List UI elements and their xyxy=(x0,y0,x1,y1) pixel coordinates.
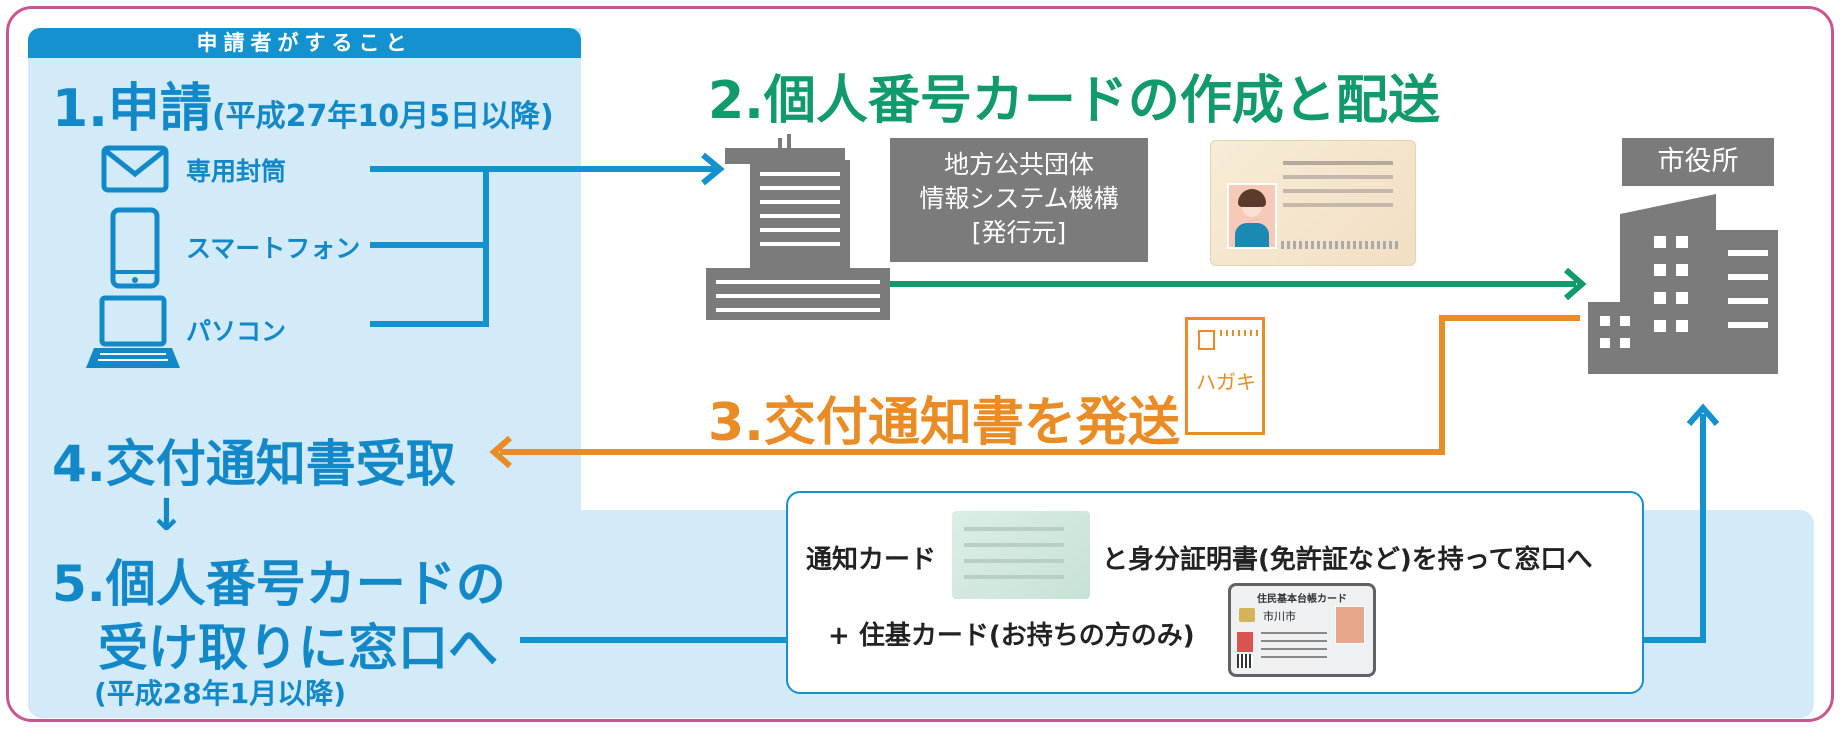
step1-date: (平成27年10月5日以降) xyxy=(211,99,554,134)
pickup-arrow-head xyxy=(1686,403,1720,426)
envelope-icon xyxy=(101,145,169,193)
city-office-label: 市役所 xyxy=(1622,138,1774,186)
postcard-zip-boxes xyxy=(1220,330,1258,336)
notice-box: 通知カード と身分証明書(免許証など)を持って窓口へ + 住基カード(お持ちの方… xyxy=(786,491,1644,694)
postcard-label: ハガキ xyxy=(1196,370,1256,394)
issuer-line2: 情報システム機構 xyxy=(919,184,1119,213)
notification-card-lines xyxy=(964,527,1064,531)
card-photo xyxy=(1227,183,1277,249)
issuer-building-windows xyxy=(716,172,880,312)
method-envelope-label: 専用封筒 xyxy=(186,157,287,186)
arrow-to-issuer xyxy=(701,152,725,186)
step1-heading: 1.申請 xyxy=(52,79,212,139)
step4-title: 4.交付通知書受取 xyxy=(52,435,456,493)
step3-title: 3.交付通知書を発送 xyxy=(708,393,1180,453)
card-photo-body xyxy=(1235,223,1269,247)
laptop-icon xyxy=(86,295,180,368)
city-office-windows xyxy=(1600,236,1768,348)
smartphone-icon xyxy=(110,207,160,289)
step5-line1: 5.個人番号カードの xyxy=(52,555,506,613)
step2-title: 2.個人番号カードの作成と配送 xyxy=(708,71,1440,131)
method-smartphone-label: スマートフォン xyxy=(186,234,361,263)
issuer-box: 地方公共団体 情報システム機構 [発行元] xyxy=(890,138,1148,262)
notification-arrow-head xyxy=(489,435,512,469)
notice-middle-text: と身分証明書(免許証など)を持って窓口へ xyxy=(1102,545,1593,575)
issuer-line3: [発行元] xyxy=(971,218,1067,247)
postcard-stamp-box xyxy=(1198,330,1215,350)
method-connectors xyxy=(370,166,716,327)
step5-date: (平成28年1月以降) xyxy=(94,677,347,710)
juki-card-title: 住民基本台帳カード xyxy=(1257,594,1347,605)
notification-route xyxy=(500,315,1580,455)
applicant-header: 申請者がすること xyxy=(28,28,581,58)
card-photo-hair xyxy=(1238,189,1266,207)
issuer-line1: 地方公共団体 xyxy=(943,150,1094,179)
juki-card-qr xyxy=(1237,654,1253,668)
notice-plus-text: + 住基カード(お持ちの方のみ) xyxy=(828,621,1195,651)
step5-line2: 受け取りに窓口へ xyxy=(98,619,498,677)
pickup-route xyxy=(1642,414,1706,643)
step1-title: 1.申請(平成27年10月5日以降) xyxy=(52,66,554,141)
issuer-building-icon xyxy=(706,134,890,320)
juki-card-photo xyxy=(1335,606,1365,644)
delivery-arrow-head xyxy=(1564,267,1587,301)
juki-card-image: 住民基本台帳カード 市川市 xyxy=(1228,583,1376,677)
card-text-lines xyxy=(1283,161,1393,165)
my-number-card-image xyxy=(1210,140,1416,266)
outer-frame xyxy=(6,6,1834,722)
notice-card-label: 通知カード xyxy=(806,545,937,575)
card-barcode xyxy=(1281,241,1401,249)
postcard-icon: ハガキ xyxy=(1185,317,1265,435)
method-pc-label: パソコン xyxy=(186,317,287,346)
juki-card-city: 市川市 xyxy=(1263,610,1296,623)
notification-card-image xyxy=(952,511,1090,599)
juki-card-chip xyxy=(1239,608,1255,622)
city-office-building-icon xyxy=(1588,194,1778,374)
juki-card-text-lines xyxy=(1261,632,1327,634)
juki-card-logo-block xyxy=(1237,632,1253,652)
down-arrow: ↓ xyxy=(148,490,185,541)
